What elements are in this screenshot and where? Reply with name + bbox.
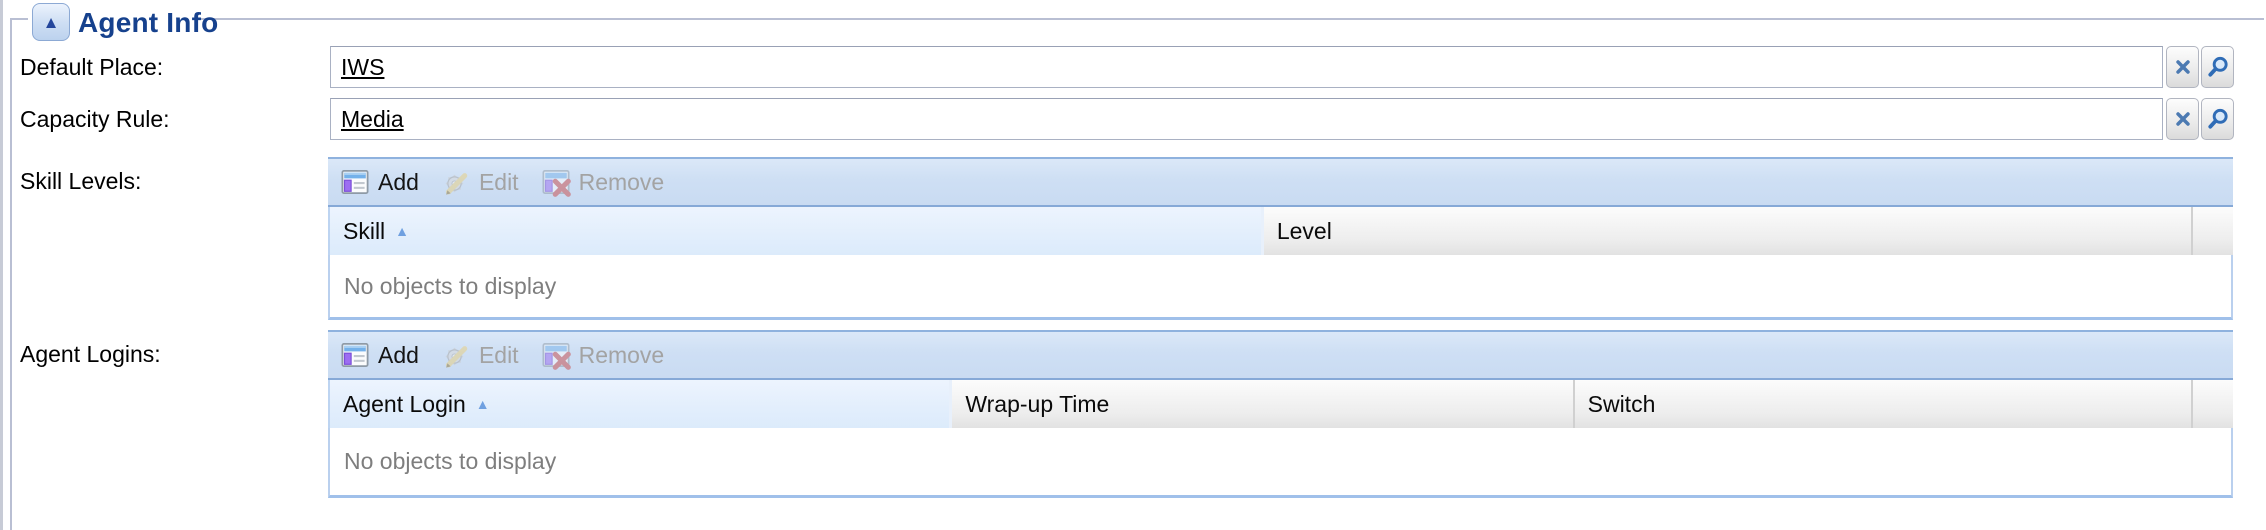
- magnifier-icon: [2206, 55, 2230, 79]
- capacity-rule-lookup-button[interactable]: [2201, 98, 2234, 140]
- column-header-label: Switch: [1587, 390, 1656, 417]
- capacity-rule-value[interactable]: Media: [341, 106, 404, 132]
- column-header-skill[interactable]: Skill ▲: [328, 207, 1264, 258]
- default-place-label: Default Place:: [20, 54, 164, 80]
- default-place-clear-button[interactable]: [2166, 46, 2199, 88]
- agent-logins-grid-header: Agent Login ▲ Wrap-up Time Switch: [328, 380, 2233, 431]
- capacity-rule-field[interactable]: Media: [330, 98, 2163, 140]
- section-title: Agent Info: [78, 7, 219, 38]
- magnifier-icon: [2206, 107, 2230, 131]
- remove-button-label: Remove: [578, 341, 665, 368]
- sort-asc-icon: ▲: [395, 223, 410, 239]
- default-place-field[interactable]: IWS: [330, 46, 2163, 88]
- skill-levels-label: Skill Levels:: [20, 168, 142, 194]
- skill-levels-toolbar: Add Edit: [328, 157, 2233, 207]
- sort-asc-icon: ▲: [475, 396, 490, 412]
- column-header-agent-login[interactable]: Agent Login ▲: [328, 380, 953, 431]
- collapse-section-button[interactable]: ▲: [32, 3, 70, 41]
- edit-gear-pencil-icon: [441, 340, 471, 370]
- remove-grid-icon: [541, 167, 571, 197]
- default-place-value[interactable]: IWS: [341, 54, 385, 80]
- empty-grid-message: No objects to display: [344, 448, 557, 474]
- edit-button-label: Edit: [478, 341, 519, 368]
- agent-logins-grid-body: No objects to display: [328, 428, 2233, 498]
- skill-add-button[interactable]: Add: [340, 167, 419, 197]
- agent-logins-label: Agent Logins:: [20, 341, 161, 367]
- fieldset-top-border-left: [10, 18, 28, 20]
- column-header-wrapup-time[interactable]: Wrap-up Time: [952, 380, 1575, 431]
- edit-button-label: Edit: [478, 168, 519, 195]
- edit-gear-pencil-icon: [441, 167, 471, 197]
- remove-grid-icon: [541, 340, 571, 370]
- fieldset-left-border: [10, 20, 12, 530]
- add-grid-icon: [340, 167, 370, 197]
- column-header-label: Agent Login: [343, 390, 466, 417]
- agent-login-add-button[interactable]: Add: [340, 340, 419, 370]
- fieldset-top-border-right: [192, 18, 2264, 20]
- add-grid-icon: [340, 340, 370, 370]
- skill-levels-grid-header: Skill ▲ Level: [328, 207, 2234, 258]
- skill-levels-grid-body: No objects to display: [328, 255, 2233, 320]
- column-header-spacer: [2193, 380, 2233, 431]
- column-header-switch[interactable]: Switch: [1574, 380, 2194, 431]
- x-clear-icon: [2172, 108, 2194, 130]
- skill-remove-button: Remove: [541, 167, 665, 197]
- agent-login-edit-button: Edit: [441, 340, 519, 370]
- capacity-rule-clear-button[interactable]: [2166, 98, 2199, 140]
- column-header-spacer: [2192, 207, 2234, 258]
- panel-left-edge: [0, 0, 3, 530]
- agent-logins-toolbar: Add Edit: [328, 330, 2233, 380]
- agent-login-remove-button: Remove: [541, 340, 665, 370]
- chevron-up-icon: ▲: [42, 12, 60, 32]
- column-header-level[interactable]: Level: [1263, 207, 2193, 258]
- x-clear-icon: [2172, 56, 2194, 78]
- column-header-label: Wrap-up Time: [965, 390, 1110, 417]
- remove-button-label: Remove: [578, 168, 665, 195]
- empty-grid-message: No objects to display: [344, 272, 557, 299]
- column-header-label: Level: [1276, 217, 1332, 244]
- column-header-label: Skill: [343, 217, 386, 244]
- add-button-label: Add: [378, 168, 419, 195]
- default-place-lookup-button[interactable]: [2201, 46, 2234, 88]
- capacity-rule-label: Capacity Rule:: [20, 106, 170, 132]
- add-button-label: Add: [378, 341, 419, 368]
- skill-edit-button: Edit: [441, 167, 519, 197]
